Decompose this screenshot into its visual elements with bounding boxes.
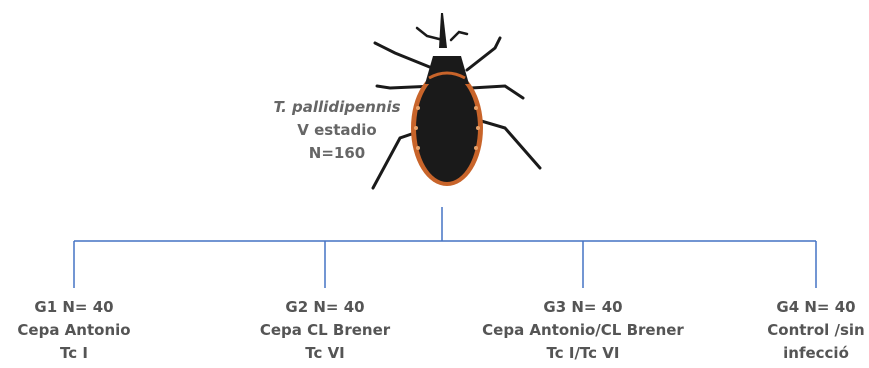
group-strain: Cepa Antonio/CL Brener <box>473 319 693 342</box>
group-title: G3 N= 40 <box>473 296 693 319</box>
group-title: G1 N= 40 <box>0 296 184 319</box>
group-title: G4 N= 40 <box>706 296 869 319</box>
group-strain: Control /sin <box>706 319 869 342</box>
group-g4: G4 N= 40 Control /sin infecció <box>706 296 869 365</box>
group-dtu: Tc VI <box>215 342 435 365</box>
group-g3: G3 N= 40 Cepa Antonio/CL Brener Tc I/Tc … <box>473 296 693 365</box>
group-dtu: infecció <box>706 342 869 365</box>
group-dtu: Tc I <box>0 342 184 365</box>
group-g1: G1 N= 40 Cepa Antonio Tc I <box>0 296 184 365</box>
group-g2: G2 N= 40 Cepa CL Brener Tc VI <box>215 296 435 365</box>
group-strain: Cepa Antonio <box>0 319 184 342</box>
group-strain: Cepa CL Brener <box>215 319 435 342</box>
group-dtu: Tc I/Tc VI <box>473 342 693 365</box>
group-title: G2 N= 40 <box>215 296 435 319</box>
